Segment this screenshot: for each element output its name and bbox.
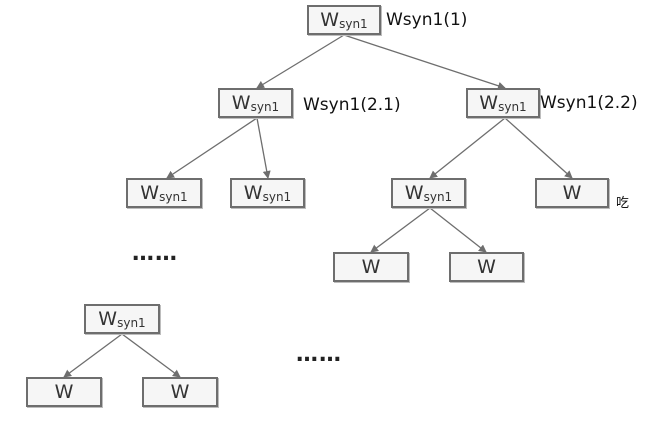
label-2-2: Wsyn1(2.2) (540, 93, 638, 113)
ellipsis-left: …… (132, 241, 178, 266)
edge-n21-n31 (166, 117, 258, 179)
edge-n5-n52 (121, 333, 181, 378)
node-5-sub: syn1 (117, 316, 146, 330)
node-4-2-main: W (477, 256, 496, 278)
node-2-1-sub: syn1 (250, 100, 280, 114)
node-root-main: W (320, 9, 340, 31)
node-3-2-main: W (243, 182, 263, 204)
node-4-1: W (333, 252, 409, 282)
node-2-2-main: W (479, 92, 499, 114)
node-5-1: W (26, 377, 102, 407)
node-3-4: W (535, 178, 609, 208)
node-4-2: W (449, 252, 524, 282)
node-5-main: W (98, 308, 118, 330)
node-3-1-main: W (140, 182, 160, 204)
edge-root-n21 (256, 34, 345, 89)
node-2-1-main: W (231, 92, 251, 114)
node-2-2-sub: syn1 (498, 100, 527, 114)
edge-n21-n32 (256, 117, 271, 179)
node-3-1-sub: syn1 (159, 190, 188, 204)
node-5-2-main: W (170, 381, 190, 403)
label-2-1: Wsyn1(2.1) (303, 95, 401, 115)
edge-root-n22 (343, 34, 506, 90)
node-3-3-sub: syn1 (423, 190, 453, 204)
node-4-1-main: W (361, 256, 381, 278)
node-3-3-main: W (404, 182, 424, 204)
edge-n5-n51 (63, 333, 123, 378)
node-5-2: W (142, 377, 218, 407)
node-root-sub: syn1 (339, 17, 368, 31)
label-3-4: 吃 (616, 196, 630, 211)
node-5-1-main: W (54, 381, 74, 403)
label-root: Wsyn1(1) (386, 10, 468, 30)
edge-n22-n33 (429, 117, 506, 179)
node-3-2-sub: syn1 (262, 190, 292, 204)
node-3-4-main: W (562, 182, 582, 204)
ellipsis-bottom: …… (296, 342, 342, 367)
edge-n33-n42 (429, 207, 487, 253)
edge-n22-n34 (504, 117, 573, 179)
edge-n33-n41 (370, 207, 431, 253)
